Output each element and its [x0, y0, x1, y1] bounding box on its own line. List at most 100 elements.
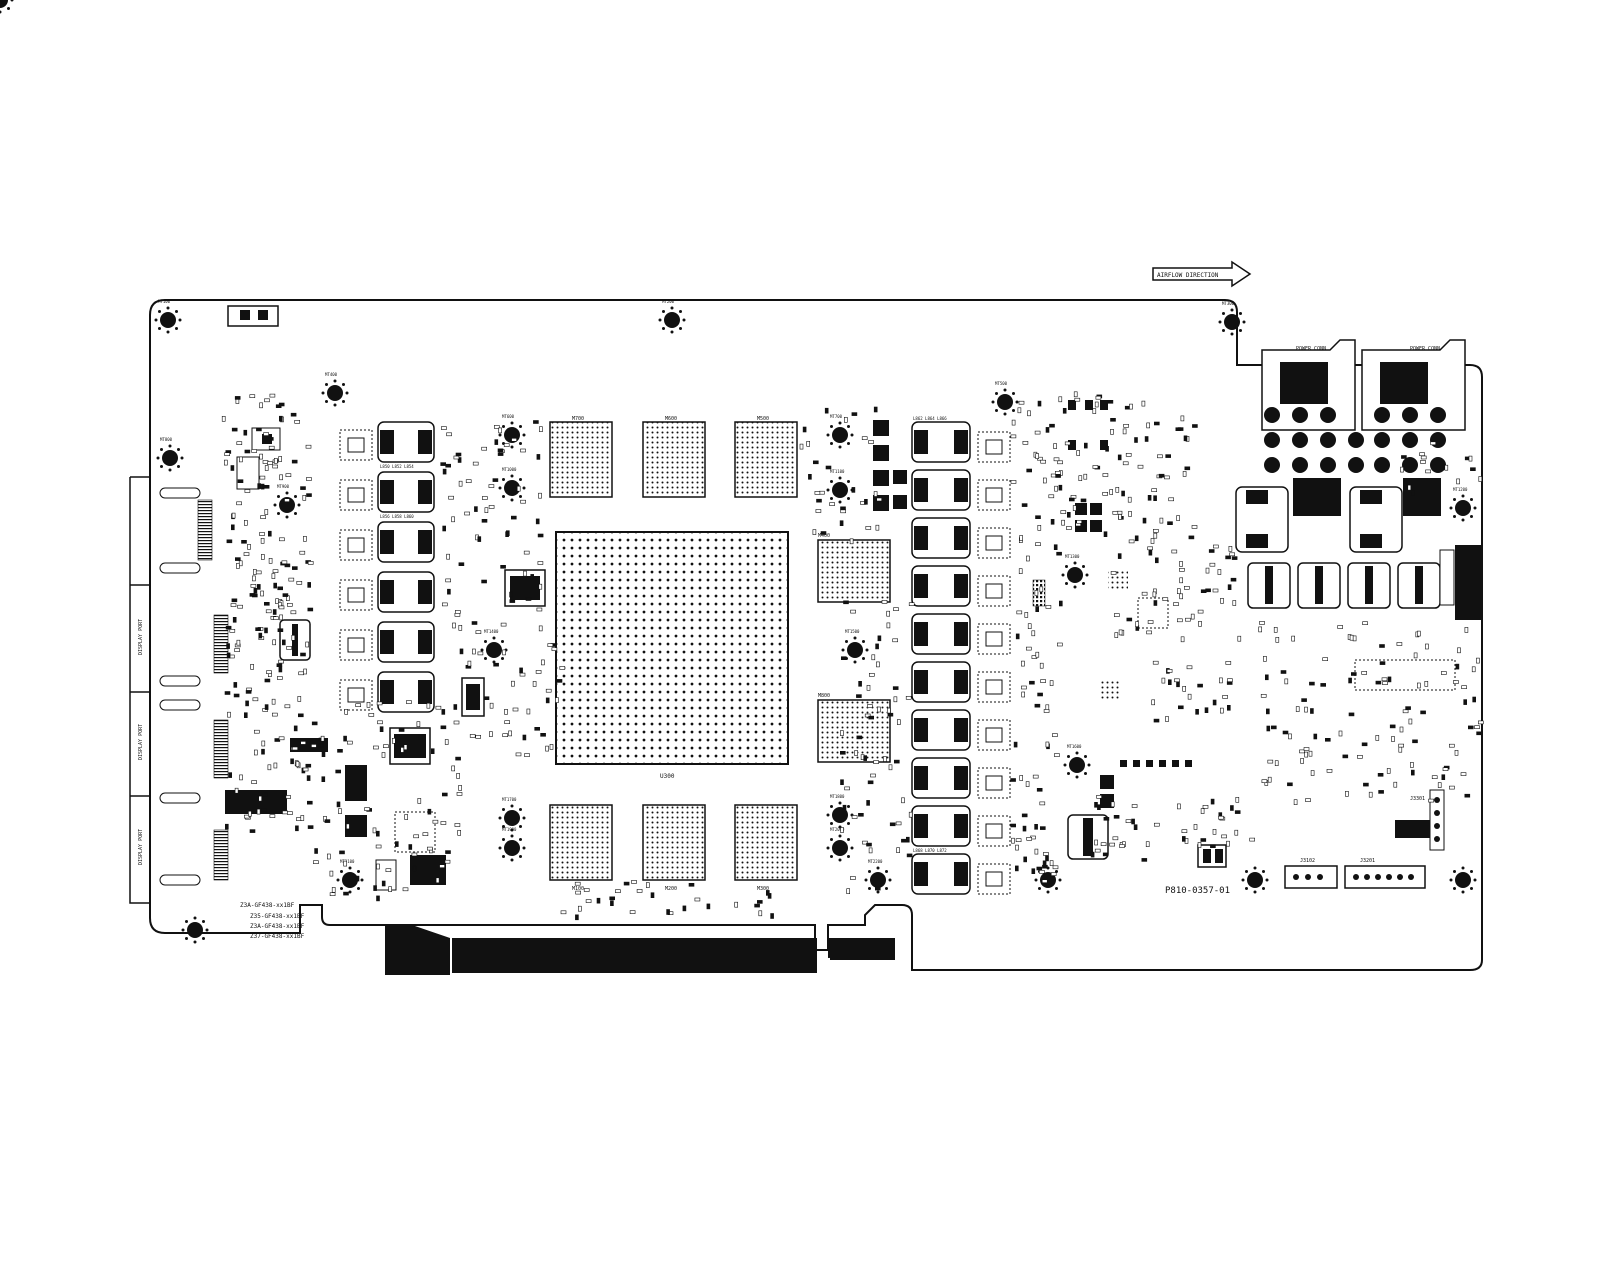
passive-component: [812, 460, 819, 465]
passive-component: [256, 427, 262, 432]
passive-component: [515, 752, 522, 757]
passive-component: [1137, 464, 1144, 469]
passive-component: [239, 774, 243, 781]
inductor: [377, 421, 435, 463]
passive-component: [231, 524, 235, 531]
passive-component: [1096, 794, 1102, 799]
passive-component: [1267, 776, 1272, 783]
passive-component: [1428, 798, 1434, 803]
passive-component: [250, 663, 254, 670]
mounting-hole-label: MT1700: [502, 797, 517, 802]
passive-component: [1342, 754, 1349, 759]
passive-component: [230, 603, 237, 607]
passive-component: [267, 461, 273, 466]
passive-component: [280, 795, 287, 800]
passive-component: [1424, 680, 1429, 687]
passive-component: [770, 913, 774, 919]
passive-component: [279, 474, 283, 481]
passive-component: [1291, 635, 1295, 642]
passive-component: [577, 905, 582, 912]
passive-component: [905, 836, 910, 843]
passive-component: [457, 457, 462, 463]
passive-component: [1168, 679, 1172, 686]
passive-component: [1103, 531, 1108, 538]
mounting-hole-label: MT1400: [484, 629, 499, 634]
passive-component: [504, 708, 508, 715]
passive-component: [1040, 679, 1046, 683]
passive-component: [1117, 553, 1122, 559]
passive-component: [286, 646, 292, 650]
passive-component: [1164, 475, 1170, 480]
passive-component: [1037, 400, 1042, 407]
memory-label-bottom-1: M100: [572, 886, 584, 892]
passive-component: [244, 519, 248, 526]
passive-component: [284, 704, 291, 709]
passive-component: [1180, 415, 1185, 422]
passive-component: [278, 456, 283, 462]
passive-component: [1094, 801, 1098, 808]
passive-component: [1274, 760, 1279, 767]
passive-component: [256, 808, 261, 815]
passive-component: [1118, 514, 1122, 520]
passive-component: [1109, 489, 1113, 495]
memory-label-top-1: M700: [572, 416, 584, 422]
passive-component: [1381, 677, 1388, 682]
mounting-hole: [658, 306, 686, 334]
passive-component: [1310, 708, 1314, 714]
passive-component: [1419, 452, 1425, 457]
passive-component: [272, 464, 279, 469]
passive-component: [300, 486, 306, 490]
passive-component: [1019, 535, 1023, 541]
passive-component: [1266, 725, 1271, 732]
passive-component: [1155, 557, 1159, 564]
passive-component: [1177, 427, 1184, 431]
passive-component: [1391, 736, 1395, 742]
passive-component: [556, 679, 563, 683]
passive-component: [504, 720, 511, 725]
passive-component: [1275, 636, 1280, 643]
passive-component: [435, 705, 442, 710]
passive-component: [1382, 681, 1388, 686]
passive-component: [260, 537, 265, 544]
passive-component: [1455, 663, 1460, 670]
passive-component: [1153, 495, 1157, 502]
passive-component: [261, 740, 266, 747]
mounting-hole-label: MT1300: [1065, 554, 1080, 559]
passive-component: [1037, 524, 1042, 531]
passive-component: [303, 668, 307, 675]
passive-component: [1119, 844, 1125, 848]
passive-component: [1226, 840, 1230, 847]
passive-component: [1041, 879, 1048, 884]
passive-component: [311, 721, 318, 726]
passive-component: [1110, 571, 1117, 575]
passive-component: [497, 452, 504, 456]
passive-component: [1018, 568, 1023, 575]
passive-component: [337, 748, 343, 753]
passive-component: [250, 583, 257, 588]
passive-component: [297, 713, 304, 718]
mounting-hole-label: MT2000: [830, 827, 845, 832]
passive-component: [1263, 655, 1267, 662]
passive-component: [1039, 662, 1044, 669]
passive-component: [1260, 693, 1267, 698]
passive-component: [272, 639, 277, 646]
passive-component: [1322, 657, 1328, 662]
passive-component: [281, 560, 288, 565]
passive-component: [227, 711, 231, 718]
passive-component: [867, 780, 874, 785]
header-label-1: J3102: [1300, 858, 1315, 864]
passive-component: [1265, 674, 1269, 681]
passive-component: [1034, 430, 1041, 435]
passive-component: [305, 641, 310, 648]
passive-component: [259, 475, 266, 480]
passive-component: [1021, 660, 1025, 667]
passive-component: [1011, 837, 1015, 844]
passive-component: [1016, 610, 1023, 615]
passive-component: [1180, 636, 1185, 643]
passive-component: [447, 588, 451, 595]
passive-component: [321, 776, 326, 783]
passive-component: [1456, 478, 1460, 485]
passive-component: [802, 426, 807, 433]
passive-component: [489, 731, 493, 737]
passive-component: [758, 910, 763, 917]
